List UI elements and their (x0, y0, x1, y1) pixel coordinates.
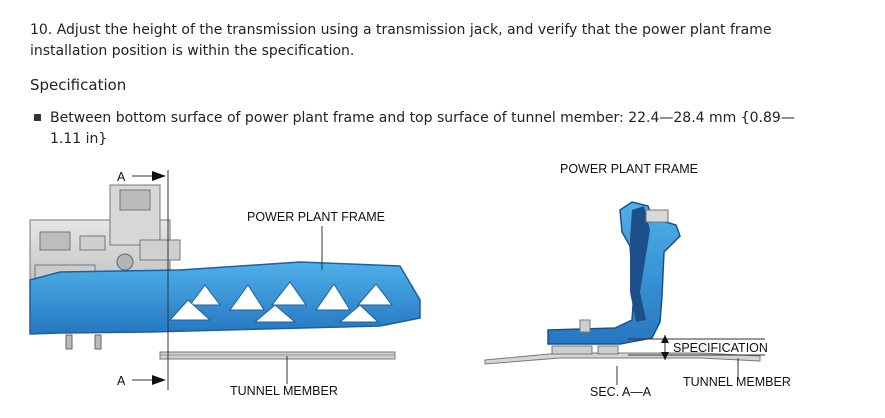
tunnel-member-right (484, 345, 761, 365)
section-view-label: SEC. A—A (590, 385, 652, 399)
step-instruction: 10. Adjust the height of the transmissio… (30, 22, 772, 59)
power-plant-frame-right (547, 201, 681, 345)
power-plant-frame-label-left: POWER PLANT FRAME (247, 210, 385, 224)
power-plant-frame-label-right: POWER PLANT FRAME (560, 162, 698, 176)
specification-text: Between bottom surface of power plant fr… (50, 110, 795, 147)
tunnel-member-label-right: TUNNEL MEMBER (683, 375, 791, 389)
tunnel-member-label-left: TUNNEL MEMBER (230, 384, 338, 398)
power-plant-frame-left (29, 261, 421, 335)
specification-heading: Specification (30, 76, 127, 94)
tunnel-member-left (159, 351, 396, 360)
right-view: POWER PLANT FRAME SPECIFICATION TUNNEL M… (484, 162, 791, 399)
bullet-square-icon (34, 114, 41, 121)
specification-label: SPECIFICATION (673, 341, 768, 355)
section-arrow-label-bottom: A (117, 374, 126, 388)
section-arrow-label-top: A (117, 170, 126, 184)
left-view: A A POWER PLANT FRAME TUNNEL MEMBER (29, 170, 421, 398)
